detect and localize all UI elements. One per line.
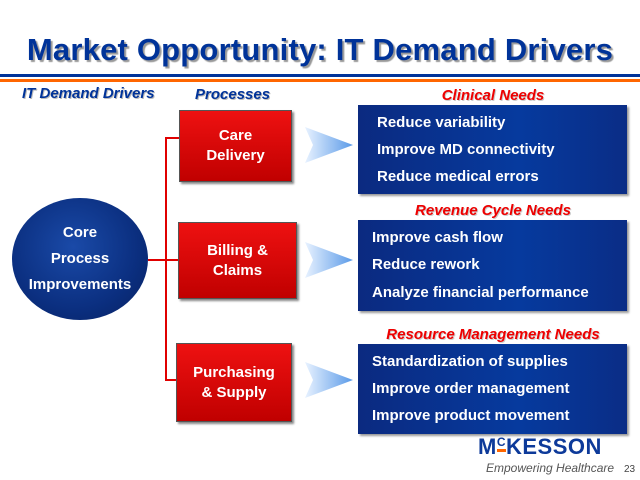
process-label: & Supply bbox=[201, 383, 267, 401]
need-item: Improve product movement bbox=[372, 407, 570, 425]
process-label: Care bbox=[218, 127, 253, 144]
mckesson-logo: MCKESSON bbox=[478, 434, 602, 459]
core-line: Process bbox=[50, 250, 110, 267]
process-label: Billing & bbox=[207, 241, 268, 259]
needs-box-revenue-cycle: Improve cash flow Reduce rework Analyze … bbox=[358, 220, 627, 311]
process-box-care-delivery: Care Delivery bbox=[179, 110, 292, 182]
title-divider-orange bbox=[0, 79, 640, 82]
connector-line bbox=[165, 259, 178, 261]
need-item: Analyze financial performance bbox=[372, 284, 589, 302]
process-label: Purchasing bbox=[193, 363, 275, 381]
need-item: Reduce rework bbox=[372, 256, 480, 274]
needs-box-clinical: Reduce variability Improve MD connectivi… bbox=[358, 105, 627, 194]
core-line: Core bbox=[62, 224, 98, 241]
logo-text: KESSON bbox=[506, 434, 602, 459]
logo-text: M bbox=[478, 434, 497, 459]
header-processes: Processes bbox=[195, 86, 271, 103]
section-title-revenue-cycle-needs: Revenue Cycle Needs bbox=[415, 202, 571, 219]
connector-line bbox=[165, 379, 176, 381]
slide-title: Market Opportunity: IT Demand Drivers bbox=[26, 32, 614, 67]
arrow-right-icon bbox=[305, 362, 353, 398]
arrow-right-icon bbox=[305, 127, 353, 163]
arrow-right-icon bbox=[305, 242, 353, 278]
section-title-clinical-needs: Clinical Needs bbox=[441, 87, 545, 104]
connector-line bbox=[165, 137, 179, 139]
need-item: Reduce variability bbox=[377, 113, 506, 131]
title-divider-blue bbox=[0, 74, 640, 77]
connector-line bbox=[148, 259, 166, 261]
core-process-improvements-ellipse: Core Process Improvements bbox=[12, 198, 148, 320]
need-item: Reduce medical errors bbox=[377, 167, 539, 185]
section-title-resource-management-needs: Resource Management Needs bbox=[386, 326, 600, 343]
needs-box-resource-management: Standardization of supplies Improve orde… bbox=[358, 344, 627, 434]
need-item: Improve MD connectivity bbox=[377, 140, 555, 158]
process-box-billing-claims: Billing & Claims bbox=[178, 222, 297, 299]
need-item: Standardization of supplies bbox=[372, 352, 568, 370]
need-item: Improve cash flow bbox=[372, 228, 503, 246]
process-label: Claims bbox=[212, 261, 263, 279]
process-box-purchasing-supply: Purchasing & Supply bbox=[176, 343, 292, 422]
logo-tagline: Empowering Healthcare bbox=[486, 461, 615, 475]
core-line: Improvements bbox=[28, 276, 132, 293]
header-it-demand-drivers: IT Demand Drivers bbox=[22, 85, 155, 102]
process-label: Delivery bbox=[206, 147, 265, 164]
need-item: Improve order management bbox=[372, 379, 570, 397]
logo-text: C bbox=[496, 435, 506, 452]
page-number: 23 bbox=[624, 464, 636, 475]
